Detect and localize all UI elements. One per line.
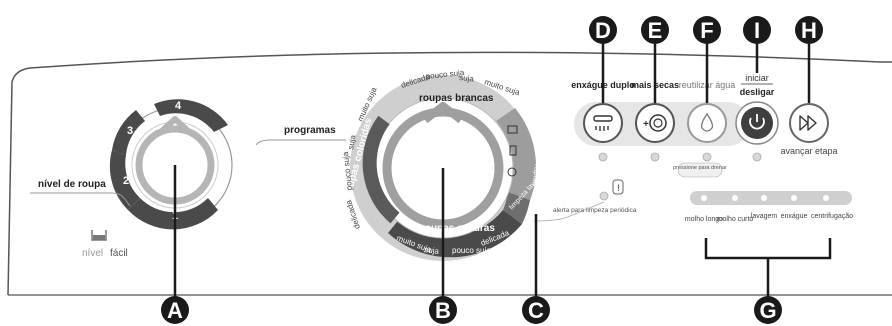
- callout-a: A: [161, 296, 189, 324]
- dark-clothes-arc[interactable]: [388, 210, 522, 258]
- svg-text:B: B: [435, 298, 451, 323]
- fast-forward-icon: [799, 115, 817, 131]
- power-button[interactable]: [741, 107, 773, 139]
- program-suja-top: suja: [459, 73, 475, 84]
- program-suja-bottom: suja: [424, 245, 440, 256]
- stop-label: desligar: [740, 87, 775, 97]
- level-segment-4[interactable]: [154, 99, 228, 132]
- advance-step-button[interactable]: [789, 103, 829, 143]
- svg-text:E: E: [648, 18, 663, 43]
- jeans-icon: [509, 145, 517, 156]
- bed-bath-icon: [507, 125, 518, 134]
- step-molho-longo: molho longo: [685, 216, 723, 223]
- advance-step-label: avançar etapa: [780, 146, 837, 156]
- panel-outline: [7, 51, 892, 296]
- program-rapido: rápido: [531, 164, 542, 188]
- step-light-lavagem: [761, 195, 767, 201]
- level-segment-3[interactable]: [112, 110, 145, 155]
- callout-e: E: [641, 16, 669, 44]
- power-icon: [749, 117, 765, 130]
- dark-clothes-label: roupas escuras: [421, 223, 495, 234]
- svg-text:G: G: [759, 298, 776, 323]
- power-light: [752, 152, 762, 162]
- easy-level-indicator: nível fácil: [82, 230, 128, 259]
- drier-button[interactable]: [635, 103, 675, 143]
- programs-label: programas: [284, 125, 336, 136]
- knob-pointer-icon: [160, 116, 190, 133]
- double-rinse-light: [598, 152, 608, 162]
- water-level-label: nível de roupa: [38, 179, 106, 190]
- callout-d: D: [589, 16, 617, 44]
- spin-icon: [649, 114, 667, 132]
- step-light-molho-curto: [732, 195, 738, 201]
- step-molho-curto: molho curto: [717, 216, 754, 223]
- start-label: iniciar: [745, 73, 769, 83]
- program-jeans: jeans: [533, 132, 545, 153]
- colored-clothes-band: [362, 115, 400, 224]
- programs-leader: [255, 139, 346, 146]
- level-segment-2[interactable]: [109, 150, 140, 210]
- clock-icon: [507, 167, 517, 177]
- drier-light: [650, 152, 660, 162]
- step-centrifugacao: centrifugação: [811, 213, 853, 220]
- alert-icon: [612, 179, 624, 195]
- steps-indicator-bar: [690, 191, 852, 205]
- level-4-label: 4: [175, 100, 182, 112]
- maintenance-alert-text: alerta para limpeza periódica: [553, 207, 637, 214]
- program-pouco-suja-left: pouco suja: [341, 151, 354, 191]
- easy-level-word-2: fácil: [110, 248, 128, 259]
- program-pouco-suja-top: pouco suja: [425, 68, 465, 81]
- step-enxague: enxágue: [781, 213, 808, 220]
- svg-text:+: +: [643, 119, 649, 130]
- shower-icon: [593, 115, 613, 122]
- water-level-selector: 1 2 3 4: [109, 99, 233, 230]
- level-segment-1[interactable]: [128, 198, 218, 230]
- svg-text:A: A: [167, 298, 183, 323]
- water-level-leader: [30, 192, 131, 207]
- easy-level-word-1: nível: [82, 248, 103, 259]
- reuse-water-button[interactable]: [687, 103, 727, 143]
- svg-text:F: F: [700, 18, 713, 43]
- maintenance-alert-light: [599, 191, 609, 201]
- svg-text:C: C: [528, 298, 544, 323]
- program-suja-left: suja: [346, 134, 358, 151]
- white-clothes-label: roupas brancas: [419, 93, 494, 104]
- step-lavagem: lavagem: [751, 213, 778, 220]
- step-light-enxague: [791, 195, 797, 201]
- svg-text:D: D: [595, 18, 611, 43]
- program-pouco-suja-bottom: pouco suja: [452, 246, 491, 255]
- machine-cleaning-segment[interactable]: [503, 192, 530, 224]
- callout-f: F: [693, 16, 721, 44]
- callout-h: H: [795, 16, 823, 44]
- callout-i: I: [743, 16, 771, 44]
- callout-b: B: [429, 296, 457, 324]
- svg-text:H: H: [801, 18, 817, 43]
- double-rinse-button[interactable]: [583, 103, 623, 143]
- level-3-label: 3: [127, 125, 133, 137]
- reuse-water-hint: pressione para drenar: [673, 165, 727, 171]
- program-knob-pointer-icon: [422, 102, 464, 124]
- callout-c: C: [522, 296, 550, 324]
- reuse-water-light: [702, 152, 712, 162]
- water-drop-icon: [700, 112, 714, 132]
- step-light-molho-longo: [701, 195, 707, 201]
- callout-g: G: [754, 296, 782, 324]
- level-2-label: 2: [123, 175, 129, 187]
- step-light-centrifugacao: [823, 195, 829, 201]
- svg-text:I: I: [754, 18, 760, 43]
- svg-text:!: !: [617, 183, 620, 193]
